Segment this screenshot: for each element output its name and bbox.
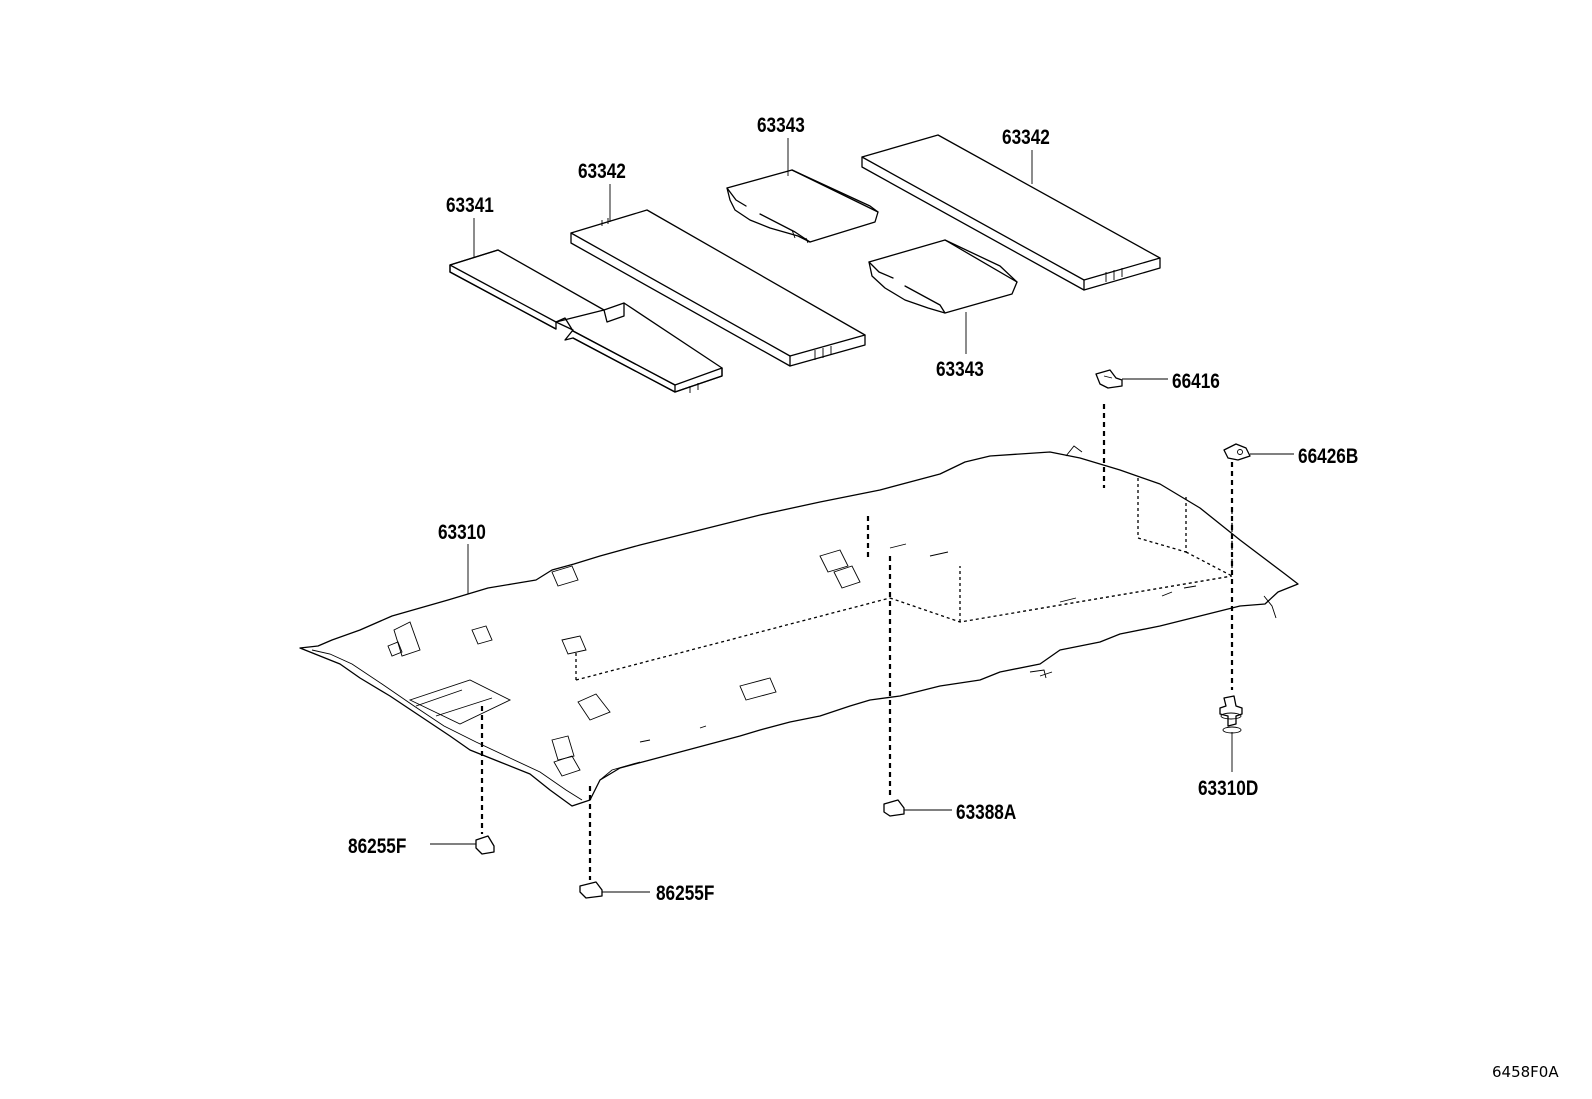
clip-86255f-left-drawing [475, 835, 495, 855]
label-63310d: 63310D [1198, 778, 1258, 801]
figure-id: 6458F0A [1492, 1063, 1559, 1081]
headlining-63310-drawing [299, 445, 1299, 807]
clip-66416-drawing [1095, 369, 1123, 389]
label-86255f-left: 86255F [348, 836, 407, 859]
label-66416: 66416 [1172, 371, 1220, 394]
label-63342-left: 63342 [578, 161, 626, 184]
label-63388a: 63388A [956, 802, 1016, 825]
clip-66426b-drawing [1223, 443, 1251, 461]
label-63310: 63310 [438, 522, 486, 545]
label-66426b: 66426B [1298, 446, 1358, 469]
pad-63343-top-drawing [726, 169, 879, 244]
clip-63388a-drawing [883, 799, 905, 817]
label-63343-top: 63343 [757, 115, 805, 138]
label-63343-bottom: 63343 [936, 359, 984, 382]
assembly-lines [480, 404, 1234, 880]
bolt-63310d-drawing [1219, 695, 1243, 734]
label-63342-right: 63342 [1002, 127, 1050, 150]
pad-63342-right-drawing [861, 134, 1161, 291]
label-86255f-bottom: 86255F [656, 883, 715, 906]
clip-86255f-bottom-drawing [579, 881, 603, 899]
leader-lines [430, 138, 1294, 893]
pad-63342-left-drawing [570, 209, 866, 367]
pad-63341-drawing [449, 249, 723, 393]
pad-63343-bottom-drawing [868, 239, 1018, 314]
label-63341: 63341 [446, 195, 494, 218]
